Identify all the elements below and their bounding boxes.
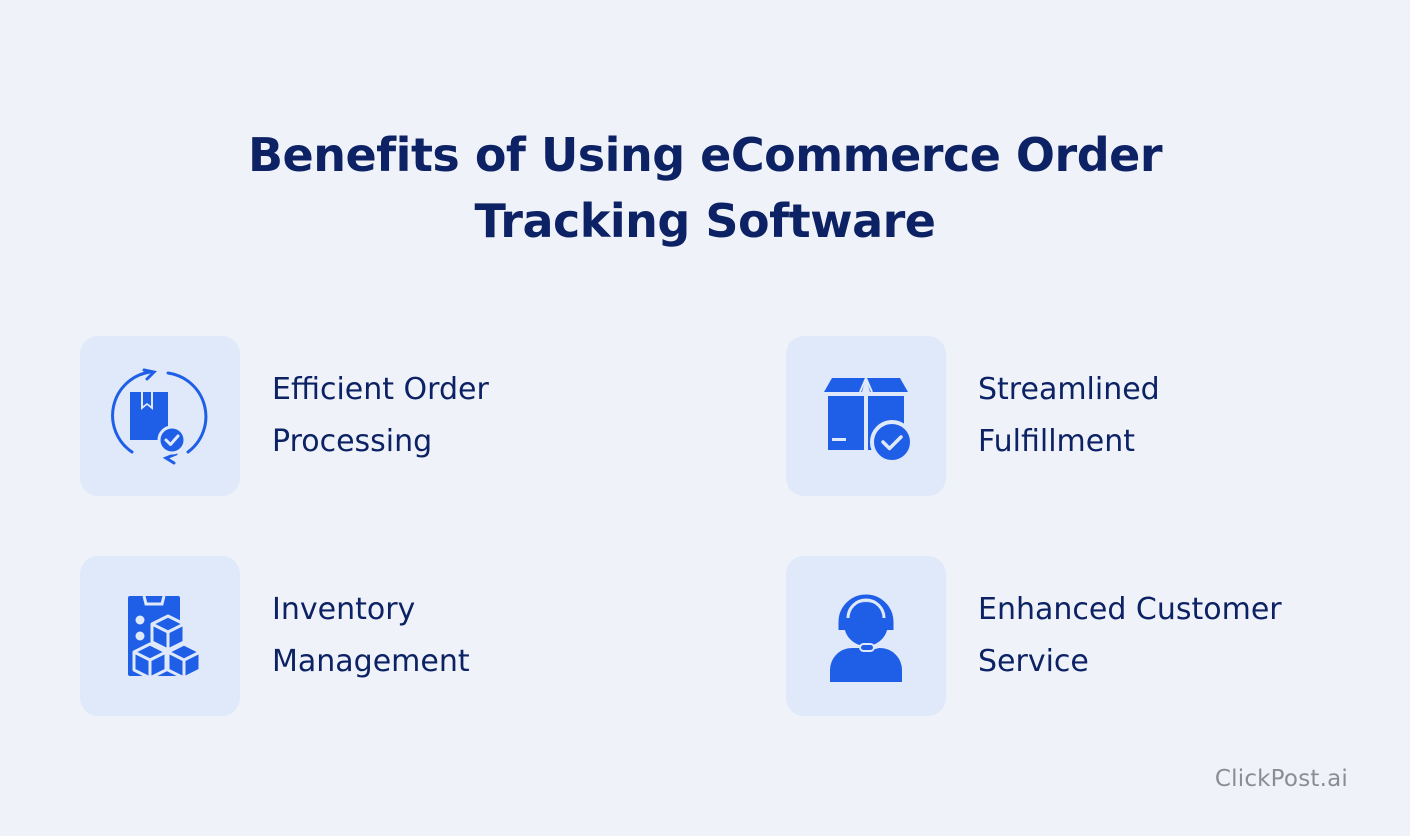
benefit-efficient-order-processing: Efficient Order Processing xyxy=(80,336,489,496)
headset-agent-icon xyxy=(830,594,902,682)
box-check-icon xyxy=(824,377,914,464)
page-title: Benefits of Using eCommerce Order Tracki… xyxy=(0,122,1410,254)
clipboard-boxes-icon xyxy=(128,595,202,680)
icon-tile xyxy=(786,556,946,716)
brand-watermark: ClickPost.ai xyxy=(1214,766,1348,792)
icon-tile xyxy=(786,336,946,496)
benefit-enhanced-customer-service: Enhanced Customer Service xyxy=(786,556,1282,716)
benefit-inventory-management: Inventory Management xyxy=(80,556,470,716)
package-cycle-check-icon xyxy=(111,368,208,465)
benefit-label: Enhanced Customer Service xyxy=(978,592,1282,679)
benefit-label: Streamlined Fulfillment xyxy=(978,372,1160,459)
title-line-1: Benefits of Using eCommerce Order xyxy=(247,128,1163,182)
title-line-2: Tracking Software xyxy=(474,194,936,248)
benefit-streamlined-fulfillment: Streamlined Fulfillment xyxy=(786,336,1160,496)
icon-tile xyxy=(80,556,240,716)
icon-tile xyxy=(80,336,240,496)
benefit-label: Efficient Order Processing xyxy=(272,372,489,459)
benefit-label: Inventory Management xyxy=(272,592,470,679)
